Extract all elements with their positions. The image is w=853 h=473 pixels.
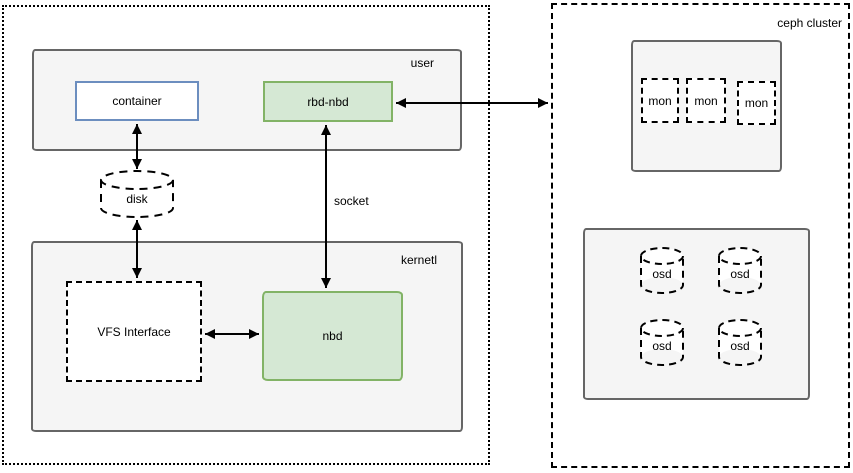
mon-3-label: mon [744, 96, 769, 110]
kernel-zone-label: kernetl [400, 253, 437, 267]
host-boundary [2, 5, 490, 465]
disk-label: disk [126, 192, 148, 206]
osd-2-label: osd [730, 267, 750, 281]
mon-1-label: mon [648, 93, 672, 108]
rbd-nbd-label: rbd-nbd [307, 94, 349, 109]
socket-edge-label: socket [334, 194, 369, 208]
node-mon-1: mon [641, 78, 679, 123]
mon-2-label: mon [694, 93, 718, 108]
node-rbd-nbd: rbd-nbd [263, 81, 393, 122]
node-mon-3: mon [737, 81, 776, 125]
osd-4-label: osd [730, 339, 750, 353]
container-label: container [112, 94, 162, 108]
node-mon-2: mon [686, 78, 726, 123]
osd-3-label: osd [652, 339, 672, 353]
nbd-label: nbd [322, 329, 343, 343]
ceph-cluster-label: ceph cluster [777, 16, 842, 30]
user-zone-label: user [410, 56, 434, 70]
osd-group-zone [583, 228, 810, 400]
node-container: container [75, 81, 199, 121]
vfs-interface-label: VFS Interface [97, 324, 171, 339]
node-vfs-interface: VFS Interface [66, 281, 202, 382]
ceph-cluster-boundary: ceph cluster [551, 3, 850, 468]
osd-1-label: osd [652, 267, 672, 281]
node-nbd: nbd [262, 291, 403, 381]
